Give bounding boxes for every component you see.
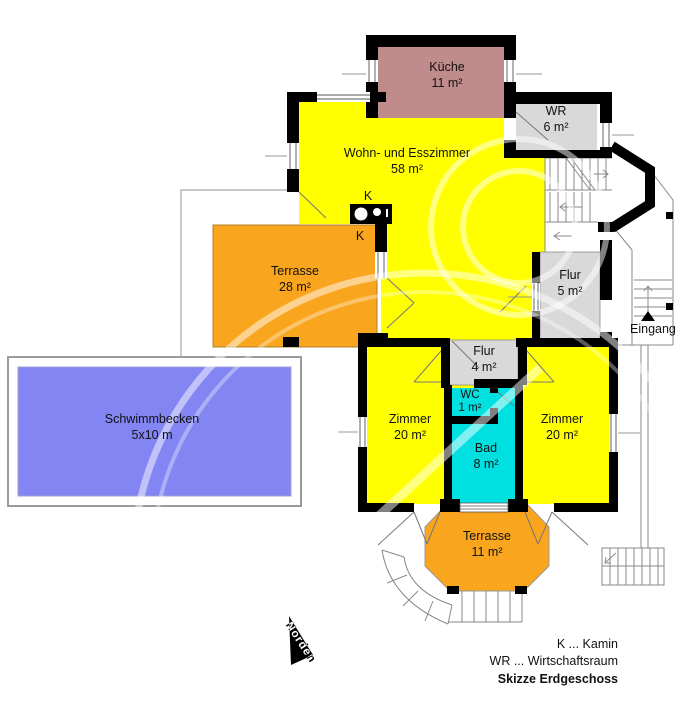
room-area: 5 m² bbox=[557, 283, 583, 298]
page-title: Skizze Erdgeschoss bbox=[497, 672, 618, 686]
legend-kamin: K ... Kamin bbox=[556, 637, 618, 651]
room-name: Schwimmbecken bbox=[104, 412, 200, 426]
kamin-label-2: K bbox=[355, 229, 365, 243]
room-name: WR bbox=[545, 104, 567, 118]
north-arrow-icon bbox=[289, 616, 313, 665]
room-name: Flur bbox=[473, 344, 495, 358]
room-name: Flur bbox=[559, 268, 581, 282]
room-label-wc: WC 1 m² bbox=[459, 389, 482, 415]
room-label-terrasse-klein: Terrasse 11 m² bbox=[463, 529, 511, 560]
legend-wirtschaftsraum: WR ... Wirtschaftsraum bbox=[489, 654, 618, 668]
kamin-label-1: K bbox=[363, 189, 373, 203]
room-area: 28 m² bbox=[279, 279, 311, 294]
room-area: 20 m² bbox=[546, 427, 578, 442]
room-area: 4 m² bbox=[471, 359, 497, 374]
watermark bbox=[129, 136, 681, 722]
swimming-pool bbox=[7, 356, 302, 507]
room-area: 58 m² bbox=[391, 161, 423, 176]
room-area: 5x10 m bbox=[131, 427, 173, 442]
room-label-schwimmbecken: Schwimmbecken 5x10 m bbox=[105, 412, 199, 443]
room-area: 11 m² bbox=[431, 75, 463, 90]
room-label-zimmer-rechts: Zimmer 20 m² bbox=[541, 412, 583, 443]
door-swings bbox=[298, 111, 589, 546]
stairs-terrace-fan bbox=[381, 549, 523, 625]
room-area: 8 m² bbox=[473, 456, 499, 471]
room-label-flur-klein: Flur 4 m² bbox=[472, 344, 497, 375]
eingang-label: Eingang bbox=[630, 322, 676, 336]
legend: K ... Kamin WR ... Wirtschaftsraum Skizz… bbox=[490, 636, 618, 688]
fireplace-icon bbox=[350, 204, 392, 224]
room-name: Zimmer bbox=[540, 412, 584, 426]
room-label-zimmer-links: Zimmer 20 m² bbox=[389, 412, 431, 443]
room-area: 20 m² bbox=[394, 427, 426, 442]
room-name: Bad bbox=[474, 441, 498, 455]
room-label-wr: WR 6 m² bbox=[544, 104, 569, 135]
room-area: 1 m² bbox=[458, 402, 482, 414]
room-label-bad: Bad 8 m² bbox=[474, 441, 499, 472]
entrance-arrow-icon bbox=[641, 311, 655, 321]
room-name: Wohn- und Esszimmer bbox=[343, 146, 471, 160]
room-name: Terrasse bbox=[463, 529, 511, 543]
room-label-flur-og: Flur 5 m² bbox=[558, 268, 583, 299]
room-name: Terrasse bbox=[271, 264, 319, 278]
room-kueche bbox=[378, 47, 504, 118]
room-label-kueche: Küche 11 m² bbox=[429, 60, 464, 91]
property-outline bbox=[180, 189, 290, 357]
room-label-terrasse-gross: Terrasse 28 m² bbox=[271, 264, 319, 295]
room-name: Küche bbox=[429, 60, 465, 74]
room-flur-klein bbox=[447, 339, 519, 386]
room-area: 6 m² bbox=[543, 119, 569, 134]
room-name: Zimmer bbox=[388, 412, 432, 426]
entrance-porch bbox=[601, 169, 674, 586]
room-area: 11 m² bbox=[471, 544, 503, 559]
room-wohnzimmer bbox=[299, 99, 545, 345]
room-label-wohnzimmer: Wohn- und Esszimmer 58 m² bbox=[344, 146, 470, 177]
room-name: WC bbox=[460, 389, 480, 401]
room-bad-wc bbox=[452, 388, 515, 503]
